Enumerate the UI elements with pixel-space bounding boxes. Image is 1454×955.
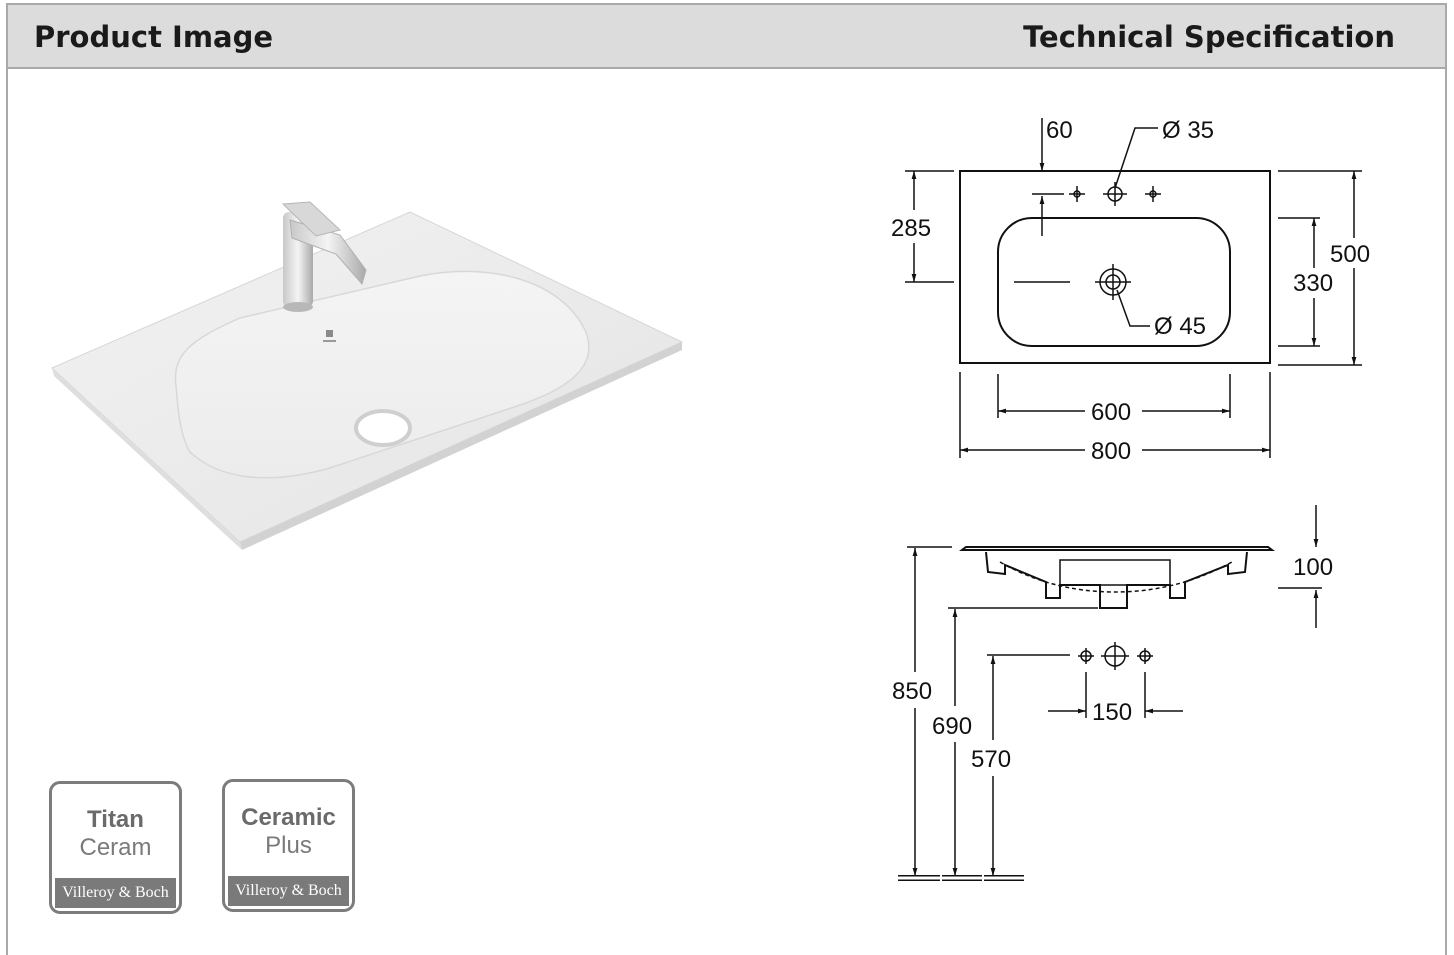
badge-line2: Ceram <box>79 834 152 861</box>
dim-60: 60 <box>1046 117 1073 144</box>
ceramic-plus-badge: Ceramic Plus Villeroy & Boch <box>222 779 355 912</box>
dim-150: 150 <box>1092 699 1132 726</box>
dim-800: 800 <box>1091 438 1131 465</box>
dim-100: 100 <box>1293 554 1333 581</box>
side-view <box>898 505 1322 881</box>
dim-500: 500 <box>1330 241 1370 268</box>
bowl-outline <box>997 217 1231 347</box>
dim-690: 690 <box>932 713 972 740</box>
drain-mark <box>1014 264 1131 300</box>
brand-logo-mark <box>323 330 336 342</box>
badge-brand: Villeroy & Boch <box>228 876 349 906</box>
drain <box>354 409 412 447</box>
faucet <box>281 201 367 312</box>
technical-specification-heading: Technical Specification <box>1023 20 1395 54</box>
spec-sheet-frame: Product Image Technical Specification <box>6 3 1447 955</box>
dimension-labels: 60 Ø 35 285 500 330 Ø 45 600 800 100 850… <box>891 117 1370 773</box>
dim-330: 330 <box>1293 270 1333 297</box>
dim-850: 850 <box>892 678 932 705</box>
dim-dia45: Ø 45 <box>1154 313 1206 340</box>
basin-profile-body <box>985 551 1248 609</box>
top-view <box>905 118 1362 458</box>
dim-dia35: Ø 35 <box>1162 117 1214 144</box>
basin-outline <box>959 170 1271 364</box>
dim-570: 570 <box>971 746 1011 773</box>
badge-line1: Titan <box>87 806 144 833</box>
dim-600: 600 <box>1091 399 1131 426</box>
badge-line2: Plus <box>265 832 312 859</box>
header-bar: Product Image Technical Specification <box>8 5 1445 69</box>
titan-ceram-badge: Titan Ceram Villeroy & Boch <box>49 781 182 914</box>
badge-brand: Villeroy & Boch <box>55 878 176 908</box>
tap-hole-side-marks <box>1078 642 1153 670</box>
dim-285: 285 <box>891 215 931 242</box>
basin-profile <box>959 546 1275 551</box>
product-image-heading: Product Image <box>34 20 274 54</box>
badge-line1: Ceramic <box>241 804 336 831</box>
basin-bowl <box>174 270 590 479</box>
product-image <box>51 201 684 550</box>
tap-hole-marks <box>1069 182 1161 206</box>
